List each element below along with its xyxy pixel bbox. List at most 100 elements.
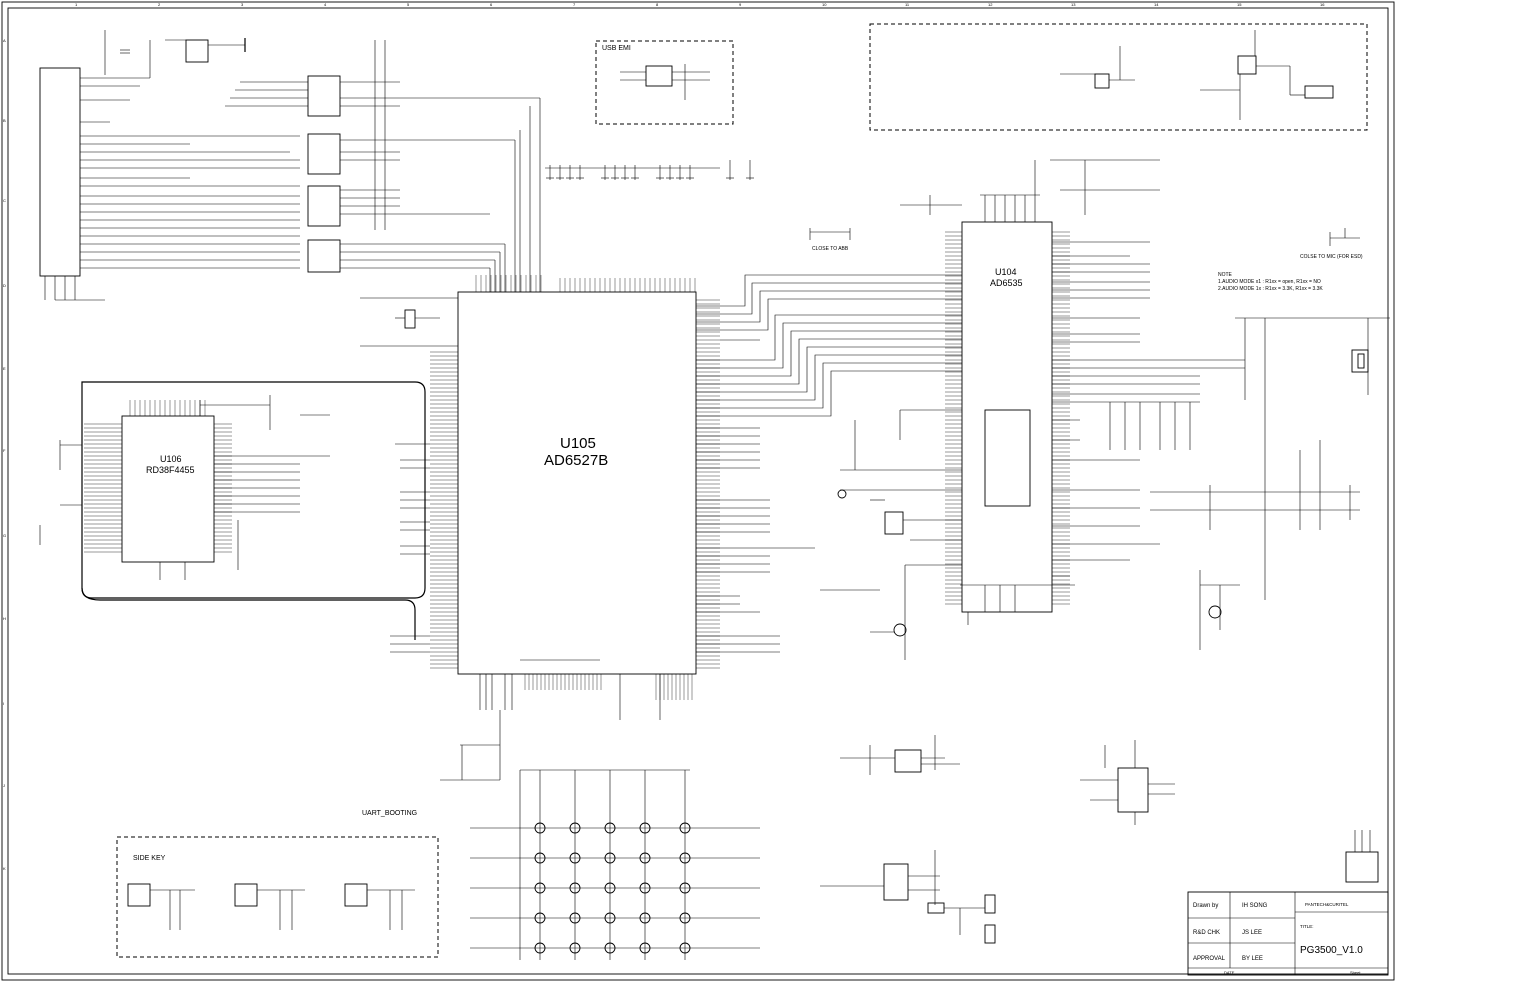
u105-part: AD6527B: [544, 452, 608, 469]
note-line-1: 1.AUDIO MODE x1 : R1xx = open, R1xx = NO: [1218, 279, 1321, 285]
drawn-by-label: Drawn by: [1193, 903, 1218, 909]
col-marker: 13: [1071, 2, 1076, 7]
row-marker: A: [3, 38, 6, 43]
u105-ref: U105: [560, 435, 596, 452]
right-middle-circuit: [1150, 440, 1360, 650]
ic-bottom-middle: [883, 863, 909, 901]
row-marker: J: [3, 783, 5, 788]
test-point-block: [1345, 851, 1379, 883]
u106-ref: U106: [160, 454, 182, 464]
col-marker: 7: [573, 2, 576, 7]
audio-region-top-right: [869, 23, 1368, 131]
usb-emi-filter-ic: [645, 65, 673, 87]
row-marker: D: [3, 283, 6, 288]
col-marker: 2: [158, 2, 161, 7]
ldo-ic-1: [894, 749, 922, 773]
col-marker: 15: [1237, 2, 1242, 7]
row-marker: F: [3, 448, 6, 453]
level-shifter-ic-2: [307, 133, 341, 175]
approval-value: BY LEE: [1242, 956, 1263, 962]
sheet-label: Sheet: [1350, 970, 1361, 975]
uart-booting-label: UART_BOOTING: [362, 810, 417, 817]
side-key-label: SIDE KEY: [133, 855, 166, 862]
note-line-2: 2.AUDIO MODE 1x : R1xx = 3.3K, R1xx = 3.…: [1218, 286, 1323, 292]
u104-chip-outline: [961, 221, 1053, 613]
col-marker: 11: [905, 2, 910, 7]
u105-pins-left: [430, 351, 458, 669]
approval-label: APPROVAL: [1193, 956, 1226, 962]
col-marker: 9: [739, 2, 742, 7]
col-marker: 10: [822, 2, 827, 7]
row-marker: H: [3, 616, 6, 621]
title-label: TITLE:: [1300, 924, 1314, 929]
row-marker: I: [3, 701, 4, 706]
drawn-by-value: IH SONG: [1242, 903, 1268, 909]
u106-side-wiring: [39, 395, 330, 580]
ic-bottom-right: [1117, 767, 1149, 813]
usb-emi-region: [595, 40, 734, 125]
u105-pins-right: [696, 299, 720, 669]
u104-pins-right: [1052, 231, 1070, 605]
row-marker: G: [3, 533, 6, 538]
usb-emi-wiring: [620, 64, 710, 100]
level-shifter-ic-3: [307, 185, 341, 227]
u106-part: RD38F4455: [146, 465, 195, 475]
u104-part: AD6535: [990, 278, 1023, 288]
company-name: PANTECH&CURITEL: [1305, 902, 1349, 907]
side-key-region: [116, 836, 439, 958]
close-to-abb-label: CLOSE TO ABB: [812, 246, 849, 252]
u105-pins-bottom: [524, 674, 693, 700]
u106-chip-outline: [121, 415, 215, 563]
shifter-wiring: [225, 40, 541, 292]
col-marker: 16: [1320, 2, 1325, 7]
u104-pins-left: [945, 231, 962, 605]
u105-chip-outline: [457, 291, 697, 675]
bus-u105-to-u104: [696, 274, 962, 653]
col-marker: 5: [407, 2, 410, 7]
col-marker: 3: [241, 2, 244, 7]
col-marker: 8: [656, 2, 659, 7]
note-title: NOTE: [1218, 272, 1233, 278]
row-marker: B: [3, 118, 6, 123]
usb-emi-label: USB EMI: [602, 45, 631, 52]
connector-block-left: [39, 67, 81, 277]
decoupling-caps-row: [545, 160, 754, 180]
level-shifter-ic-1: [307, 75, 341, 117]
level-shifter-ic-4: [307, 239, 341, 273]
u106-pins: [84, 400, 232, 553]
u104-internal-table: [984, 409, 1031, 507]
crystal: [404, 309, 416, 329]
rd-chk-value: JS LEE: [1242, 930, 1262, 936]
speaker-symbol: [1357, 353, 1365, 369]
drawing-title: PG3500_V1.0: [1300, 945, 1363, 956]
u105-pins-top: [475, 275, 696, 292]
test-points: [1354, 830, 1371, 852]
row-marker: E: [3, 366, 6, 371]
row-marker: C: [3, 198, 6, 203]
u106-bus-tail: [81, 587, 416, 640]
crystal-wiring: [360, 297, 458, 347]
u105-bottom-wiring: [440, 659, 661, 781]
ldo-1-wiring: [840, 735, 960, 775]
date-label: DATE: [1224, 970, 1235, 975]
u104-right-wiring: [1052, 241, 1390, 600]
keypad-matrix: [470, 769, 760, 960]
u106-bus-outline-top: [81, 381, 426, 599]
ic-small-top-left: [185, 39, 209, 63]
row-markers-left: A B C D E F G H I J K: [3, 38, 6, 871]
rd-chk-label: R&D CHK: [1193, 930, 1220, 936]
close-to-mic-parts: [1329, 228, 1360, 246]
outer-border: [1, 1, 1395, 981]
col-marker: 6: [490, 2, 493, 7]
col-marker: 4: [324, 2, 327, 7]
speaker-connector: [1351, 349, 1369, 373]
top-left-passives: [104, 30, 246, 78]
mid-left-signal-arrows: [390, 443, 430, 653]
col-marker: 12: [988, 2, 993, 7]
side-key-switches: [127, 883, 415, 930]
connector-pins: [44, 77, 300, 301]
audio-region-parts: [1060, 30, 1334, 120]
column-markers-top: 1 2 3 4 5 6 7 8 9 10 11 12 13 14 15 16: [75, 2, 1325, 7]
title-block: [1187, 891, 1389, 976]
